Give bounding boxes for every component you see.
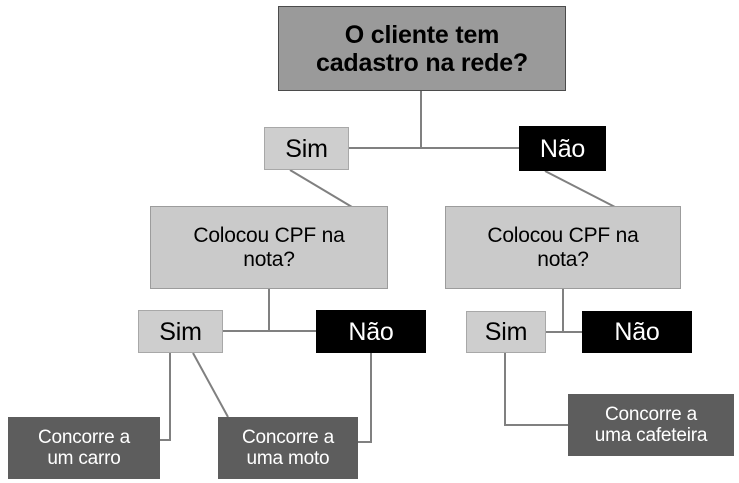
node-answer-no-right: Não: [582, 311, 692, 353]
node-answer-yes-level1: Sim: [264, 127, 349, 170]
node-answer-yes-left: Sim: [138, 310, 223, 353]
node-outcome-carro: Concorre a um carro: [8, 417, 160, 479]
node-outcome-cafeteira: Concorre a uma cafeteira: [568, 394, 734, 456]
node-question-cpf-left: Colocou CPF na nota?: [150, 206, 388, 289]
edge-no_l1-to-q_right: [544, 170, 616, 208]
node-root-question: O cliente tem cadastro na rede?: [278, 6, 566, 91]
node-answer-no-left: Não: [316, 310, 426, 353]
node-answer-yes-right: Sim: [466, 311, 546, 353]
node-outcome-moto: Concorre a uma moto: [218, 417, 358, 479]
edge-yes_left-to-prize_carro: [160, 353, 171, 441]
edge-yes_right-to-prize_cafeteira: [504, 353, 568, 426]
edge-no_left-to-prize_moto: [358, 353, 372, 443]
edge-yes_l1-to-q_left: [289, 169, 353, 208]
edge-yes_left-to-prize_moto: [192, 352, 229, 418]
node-question-cpf-right: Colocou CPF na nota?: [445, 206, 681, 289]
node-answer-no-level1: Não: [519, 126, 606, 171]
